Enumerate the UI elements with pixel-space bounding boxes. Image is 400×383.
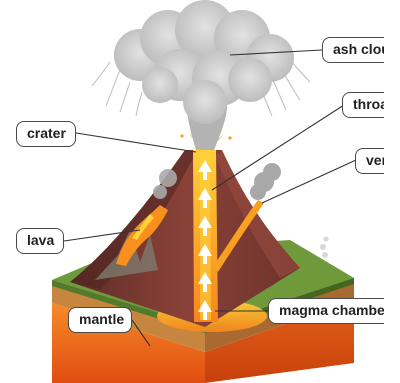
label-mantle: mantle	[68, 307, 132, 333]
ash-cloud	[114, 0, 294, 124]
image-edge-mask	[384, 0, 400, 383]
label-magma-chamber: magma chamber	[268, 298, 400, 324]
label-crater: crater	[16, 121, 76, 147]
label-lava: lava	[16, 228, 64, 254]
